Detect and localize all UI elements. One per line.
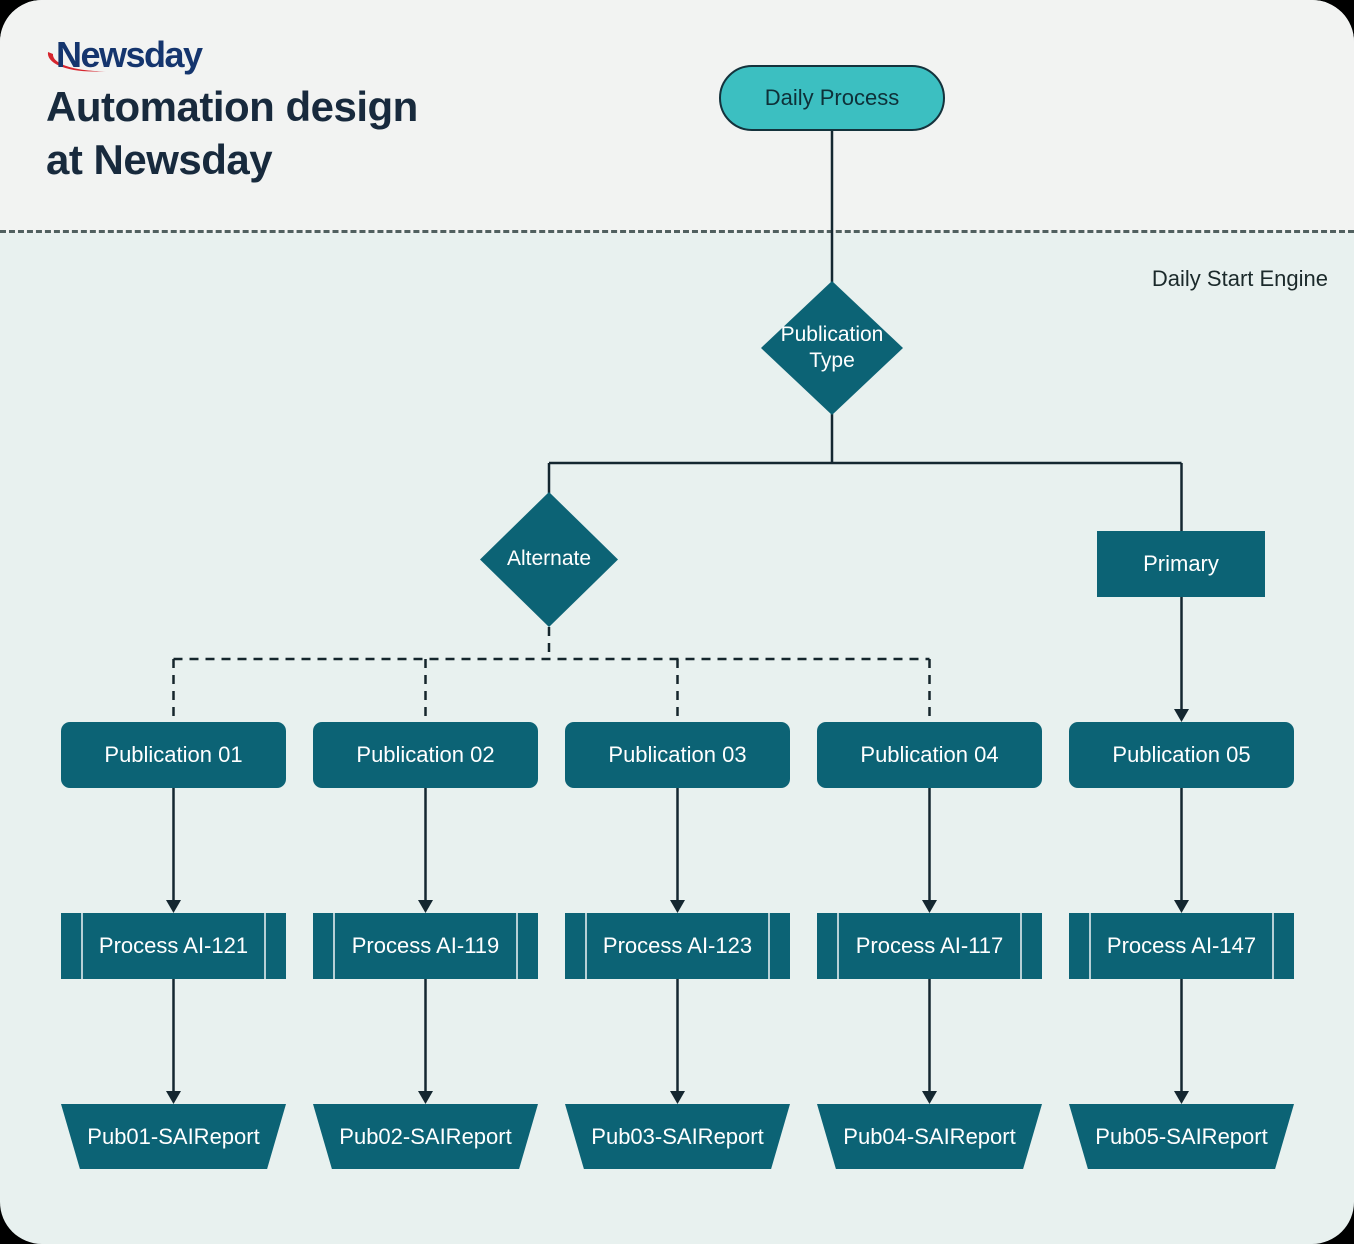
arrow-into-proc3 <box>670 900 685 913</box>
node-pub01-saireport: Pub01-SAIReport <box>61 1104 286 1169</box>
node-pub03-saireport: Pub03-SAIReport <box>565 1104 790 1169</box>
newsday-logo: Newsday <box>44 30 264 80</box>
node-process-ai-123: Process AI-123 <box>565 913 790 979</box>
node-publication-03: Publication 03 <box>565 722 790 788</box>
newsday-swoosh-icon <box>47 52 106 72</box>
arrow-into-rep3 <box>670 1091 685 1104</box>
node-pub05-saireport: Pub05-SAIReport <box>1069 1104 1294 1169</box>
node-process-ai-117: Process AI-117 <box>817 913 1042 979</box>
arrow-into-rep5 <box>1174 1091 1189 1104</box>
arrow-into-proc1 <box>166 900 181 913</box>
newsday-logo-text: Newsday <box>56 34 203 75</box>
dashed-connectors <box>172 627 931 722</box>
arrow-into-proc2 <box>418 900 433 913</box>
node-daily-process: Daily Process <box>719 65 945 131</box>
diamond-alternate <box>480 492 618 627</box>
node-publication-02: Publication 02 <box>313 722 538 788</box>
section-label: Daily Start Engine <box>1151 266 1328 291</box>
node-process-ai-121: Process AI-121 <box>61 913 286 979</box>
decision-diamonds <box>480 281 903 627</box>
page-title-line2: at Newsday <box>46 136 273 183</box>
alternate-label: Alternate <box>506 547 592 571</box>
node-process-ai-147: Process AI-147 <box>1069 913 1294 979</box>
diamond-publication-type <box>761 281 903 415</box>
arrow-into-proc4 <box>922 900 937 913</box>
swoosh-shape <box>47 52 106 72</box>
node-process-ai-119: Process AI-119 <box>313 913 538 979</box>
arrowheads <box>166 709 1189 1104</box>
page-title: Automation design at Newsday <box>46 80 418 186</box>
arrow-into-pub5 <box>1174 709 1189 722</box>
node-publication-01: Publication 01 <box>61 722 286 788</box>
publication-type-label: Publication Type <box>780 323 884 372</box>
node-pub02-saireport: Pub02-SAIReport <box>313 1104 538 1169</box>
header-band <box>0 0 1354 233</box>
node-publication-05: Publication 05 <box>1069 722 1294 788</box>
page-title-line1: Automation design <box>46 83 418 130</box>
arrow-into-rep4 <box>922 1091 937 1104</box>
node-primary: Primary <box>1097 531 1265 597</box>
arrow-into-rep2 <box>418 1091 433 1104</box>
arrow-into-rep1 <box>166 1091 181 1104</box>
arrow-into-proc5 <box>1174 900 1189 913</box>
node-publication-04: Publication 04 <box>817 722 1042 788</box>
node-pub04-saireport: Pub04-SAIReport <box>817 1104 1042 1169</box>
